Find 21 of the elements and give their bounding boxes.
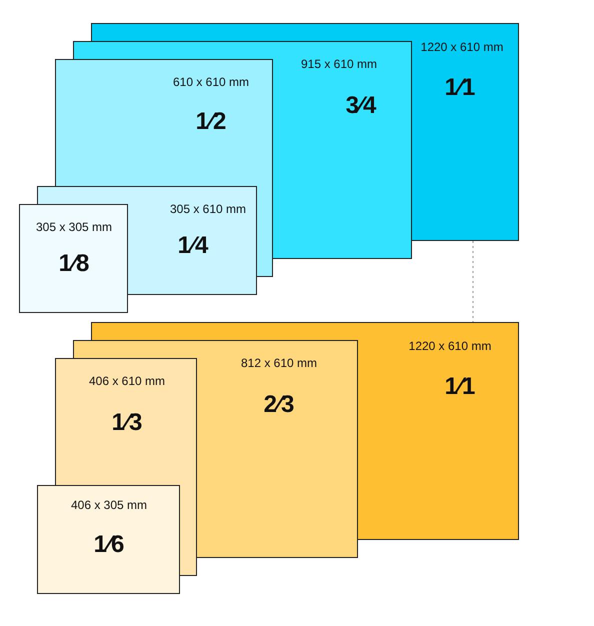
fraction-label: 1⁄6	[94, 531, 124, 559]
size-label: 812 x 610 mm	[240, 356, 318, 370]
size-label: 305 x 610 mm	[170, 202, 246, 216]
size-label: 305 x 305 mm	[36, 220, 112, 234]
fraction-label: 1⁄4	[178, 232, 208, 260]
fraction-label: 1⁄8	[58, 250, 90, 278]
size-label: 406 x 610 mm	[88, 374, 166, 388]
fraction-label: 1⁄1	[444, 74, 476, 102]
sheet-panel	[37, 485, 180, 594]
fraction-label: 1⁄1	[444, 373, 476, 401]
fraction-label: 1⁄2	[196, 108, 226, 136]
size-label: 1220 x 610 mm	[408, 339, 492, 353]
fraction-label: 2⁄3	[264, 391, 294, 419]
size-label: 406 x 305 mm	[70, 498, 148, 512]
sheet-panel	[19, 204, 128, 313]
dotted-connector	[472, 240, 474, 322]
fraction-label: 1⁄3	[112, 409, 142, 437]
size-label: 610 x 610 mm	[172, 75, 250, 89]
fraction-label: 3⁄4	[346, 92, 376, 120]
size-label: 915 x 610 mm	[300, 57, 378, 71]
size-label: 1220 x 610 mm	[420, 40, 504, 54]
